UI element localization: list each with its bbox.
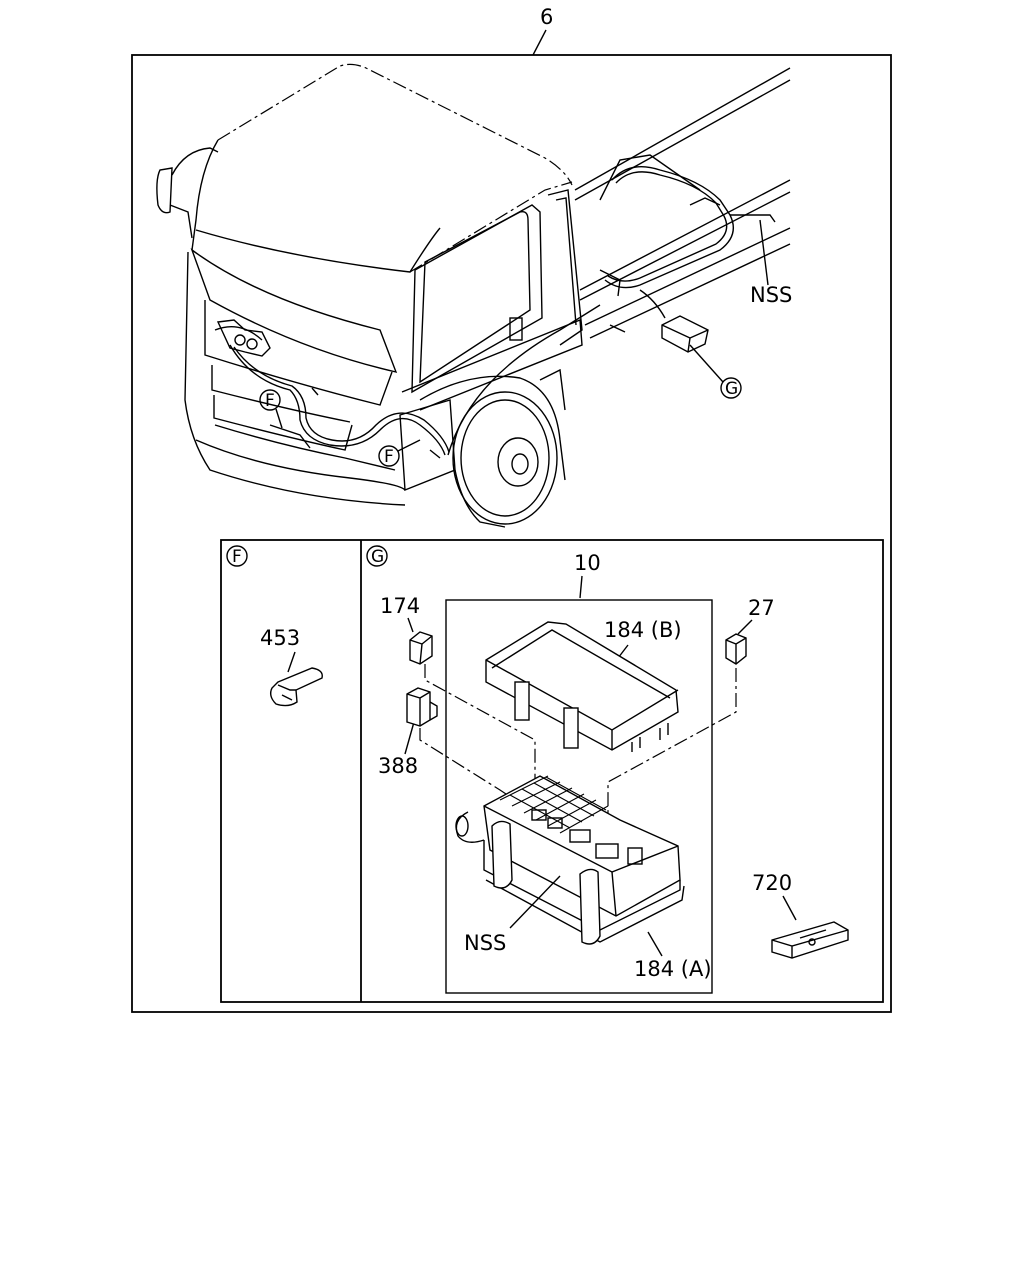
callout-f-lower-label: F [384,447,394,467]
part-388-label: 388 [378,754,418,778]
part-453-label: 453 [260,626,300,650]
clip-453-icon [269,667,323,707]
cover-184b-icon [485,621,679,752]
front-wheel [452,391,558,525]
fuse-27-icon [725,633,747,665]
part-27-label: 27 [748,596,775,620]
nss-label-upper: NSS [750,283,792,307]
outer-frame [131,54,892,1013]
fuse-box-frame [445,599,713,994]
part-184a-label: 184 (A) [634,957,712,981]
panel-g-title: G [371,547,384,567]
relay-box-icon [661,315,709,353]
truck-illustration [156,63,791,528]
relay-174-icon [409,631,433,665]
nss-label-lower: NSS [464,931,506,955]
bracket-720-icon [771,921,849,959]
part-174-label: 174 [380,594,420,618]
callout-g-label: G [725,379,738,399]
callout-f-upper-circle [259,389,281,411]
callout-g-circle [720,377,742,399]
part-10-label: 10 [574,551,601,575]
part-184b-label: 184 (B) [604,618,682,642]
part-720-label: 720 [752,871,792,895]
panel-f-title: F [232,547,242,567]
callout-f-upper-label: F [265,391,275,411]
detail-panel-frame [220,539,884,1003]
relay-388-icon [406,687,438,727]
callout-f-lower-circle [378,445,400,467]
fuse-box-body-icon [455,775,685,945]
assembly-number-label: 6 [540,5,553,29]
